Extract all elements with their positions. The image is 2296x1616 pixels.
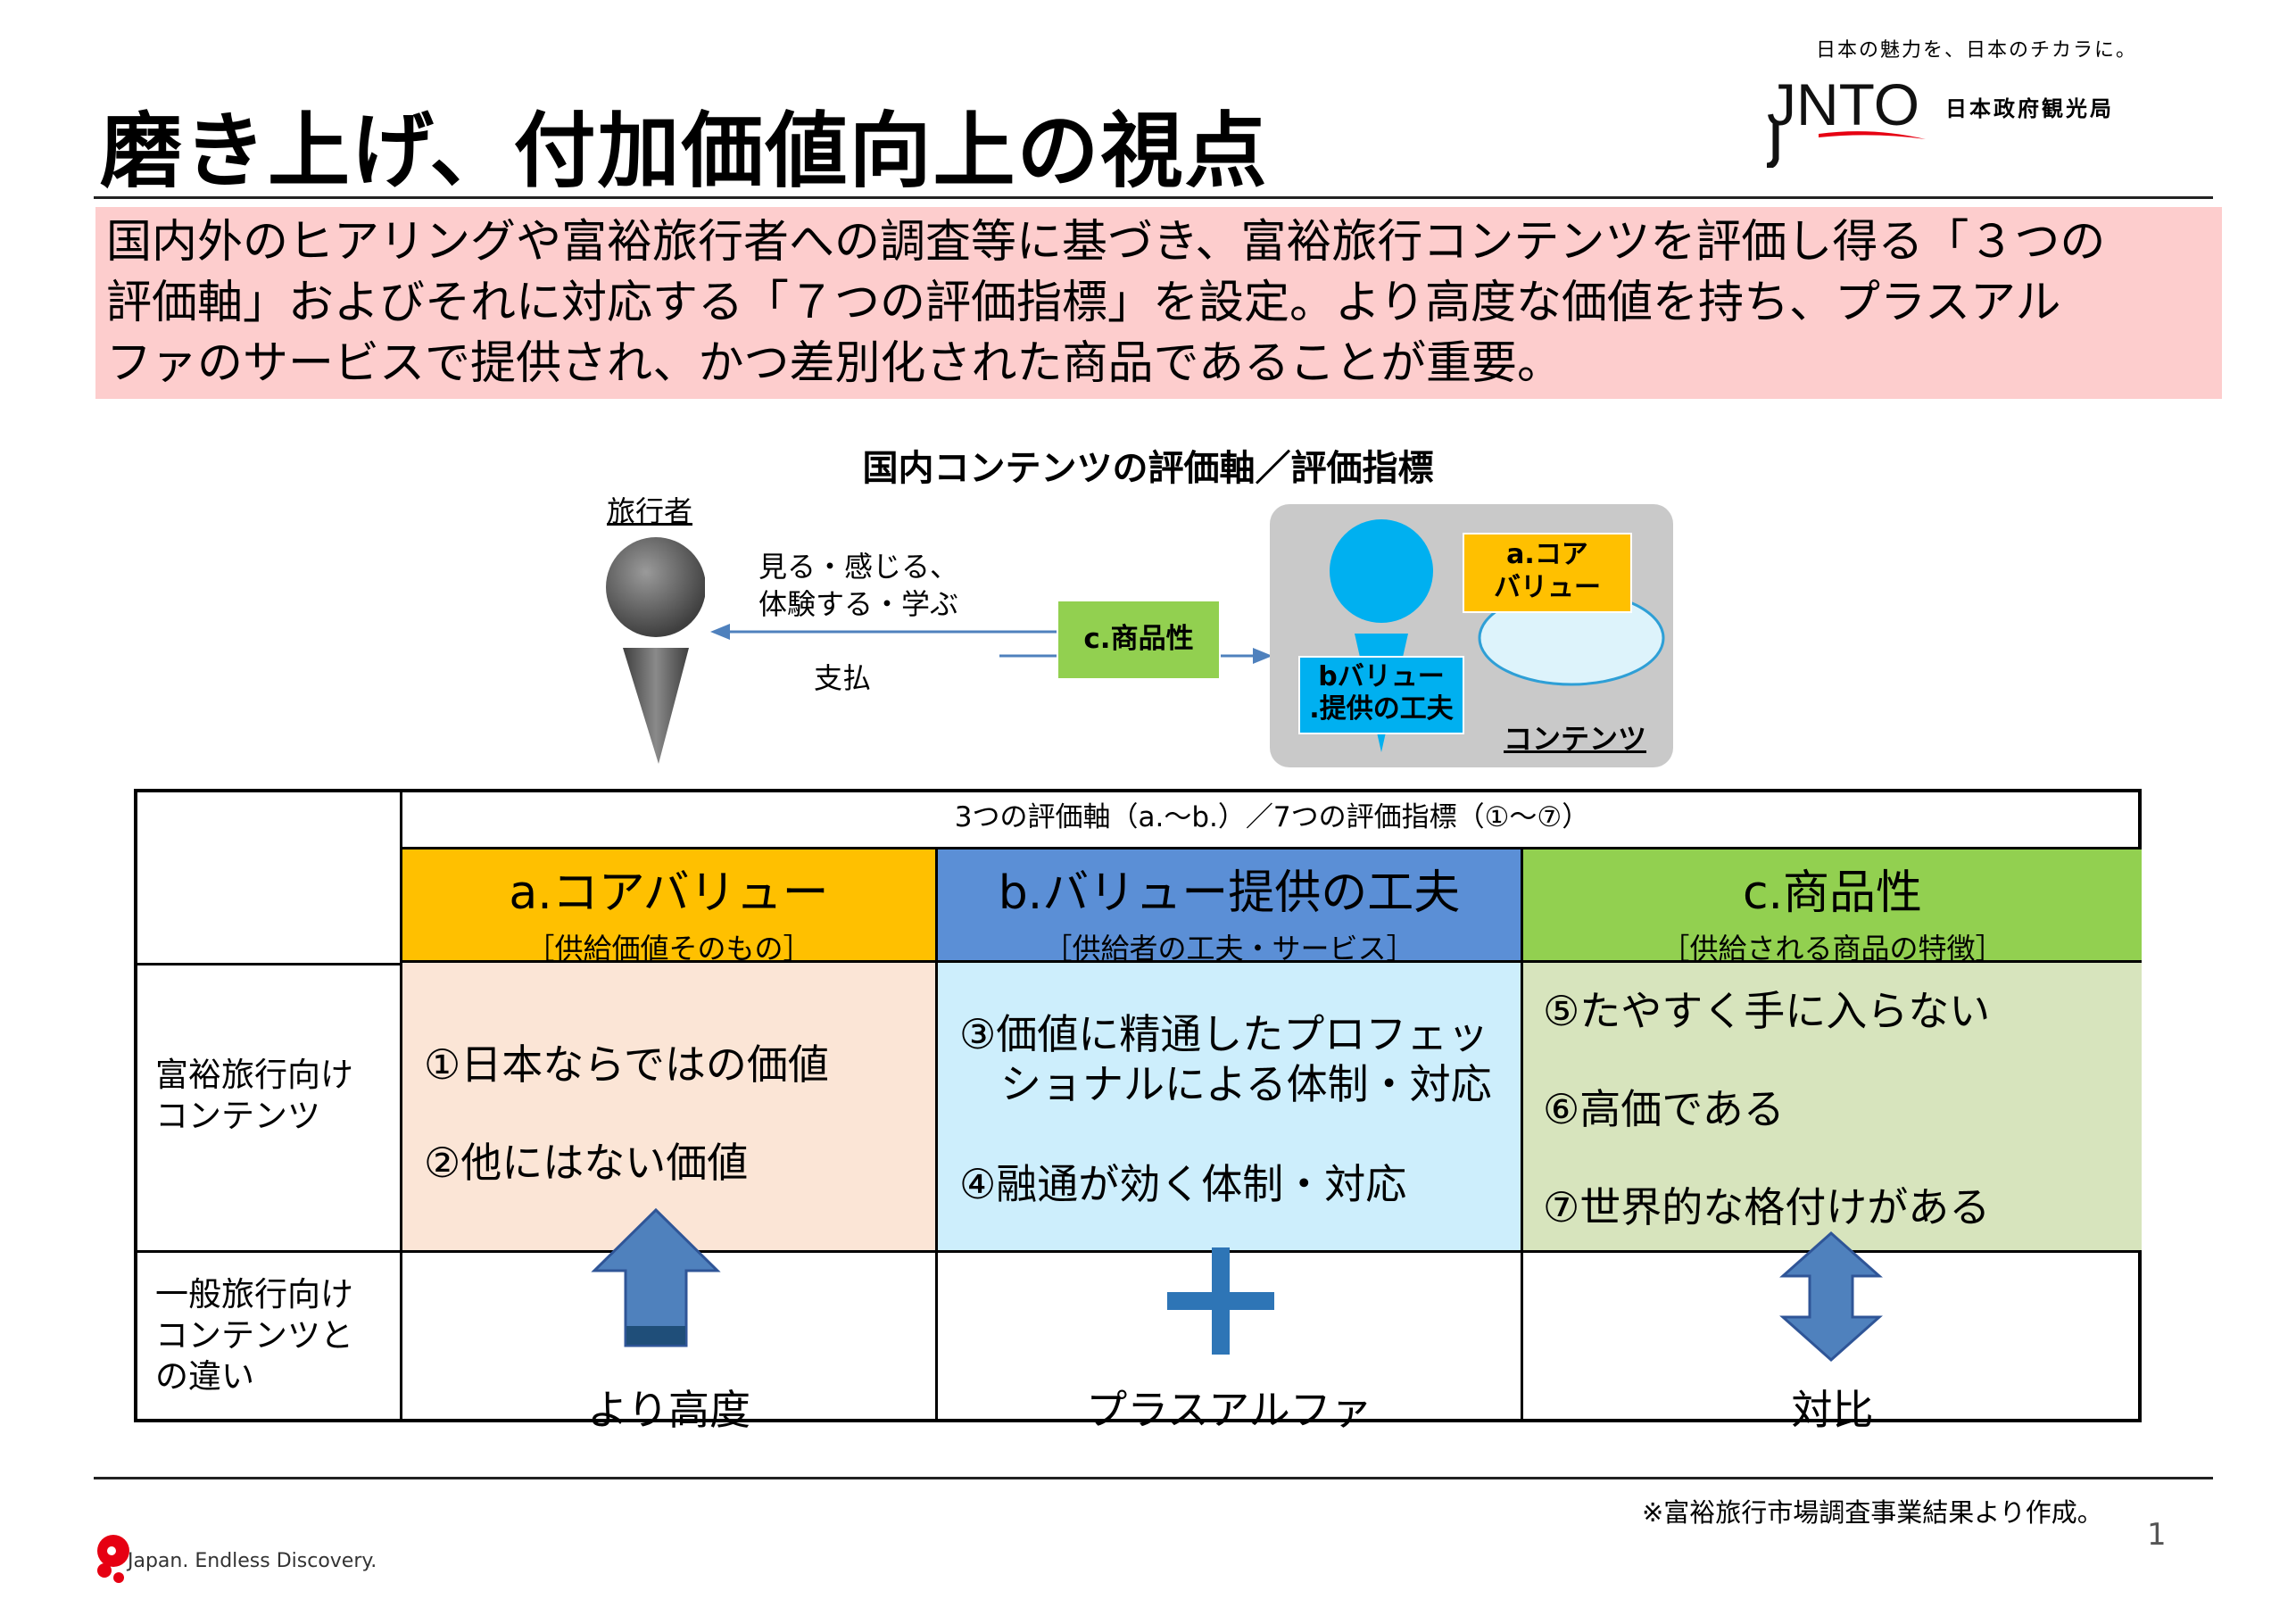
- core-value-tag-line2: バリュー: [1494, 572, 1601, 603]
- indicator-item: ⑤たやすく手に入らない: [1543, 987, 1991, 1035]
- row-label-line: コンテンツ: [155, 1097, 320, 1135]
- tagline: 日本の魅力を、日本のチカラに。: [1816, 39, 2138, 62]
- value-delivery-tag-line1: bバリュー: [1318, 661, 1445, 692]
- column-subtitle: ［供給される商品の特徴］: [1661, 932, 2004, 965]
- content-box: a.コア バリュー bバリュー .提供の工夫 コンテンツ: [1270, 504, 1673, 767]
- row-label-luxury: 富裕旅行向け コンテンツ: [134, 963, 400, 1253]
- traveler-figure-icon: [606, 537, 705, 764]
- diff-label: プラスアルファ: [1086, 1386, 1372, 1434]
- cell-value-delivery-items: ③価値に精通したプロフェッ ショナルによる体制・対応 ④融通が効く体制・対応: [935, 963, 1521, 1253]
- diff-label: 対比: [1791, 1386, 1874, 1434]
- logo-j-tail-icon: [1766, 123, 1779, 168]
- jnto-logo-text: JNTO: [1767, 71, 1919, 137]
- experience-text-line1: 見る・感じる、: [758, 550, 959, 584]
- source-footnote: ※富裕旅行市場調査事業結果より作成。: [1642, 1497, 2103, 1528]
- value-delivery-tag-line2: .提供の工夫: [1309, 693, 1454, 725]
- column-subtitle: ［供給価値そのもの］: [526, 932, 812, 965]
- cell-core-value-diff: より高度: [400, 1253, 935, 1434]
- evaluation-table: 3つの評価軸（a.～b.）／7つの評価指標（①～⑦） a.コアバリュー ［供給価…: [134, 789, 2142, 1434]
- up-arrow-icon: [591, 1207, 721, 1347]
- row-label-line: コンテンツと: [155, 1316, 353, 1355]
- row-label-line: 一般旅行向け: [155, 1275, 353, 1314]
- table-super-header: 3つの評価軸（a.～b.）／7つの評価指標（①～⑦）: [400, 789, 2142, 849]
- column-header-value-delivery: b.バリュー提供の工夫 ［供給者の工夫・サービス］: [935, 849, 1521, 965]
- content-label: コンテンツ: [1504, 722, 1647, 756]
- payment-text: 支払: [814, 661, 872, 695]
- column-header-product: c.商品性 ［供給される商品の特徴］: [1521, 849, 2142, 965]
- indicator-item: ①日本ならではの価値: [424, 1040, 829, 1089]
- product-tag: c.商品性: [1057, 600, 1221, 680]
- indicator-item: ⑥高価である: [1543, 1085, 1785, 1133]
- summary-line: 評価軸」およびそれに対応する「７つの評価指標」を設定。より高度な価値を持ち、プラ…: [106, 277, 2061, 329]
- header-divider: [94, 196, 2213, 199]
- column-title: c.商品性: [1742, 866, 1923, 920]
- column-subtitle: ［供給者の工夫・サービス］: [1043, 932, 1415, 965]
- column-header-core-value: a.コアバリュー ［供給価値そのもの］: [400, 849, 935, 965]
- summary-line: ファのサービスで提供され、かつ差別化された商品であることが重要。: [106, 337, 1563, 390]
- summary-text: 国内外のヒアリングや富裕旅行者への調査等に基づき、富裕旅行コンテンツを評価し得る…: [106, 212, 2212, 394]
- value-delivery-tag: bバリュー .提供の工夫: [1298, 656, 1464, 734]
- row-label-general: 一般旅行向け コンテンツと の違い: [134, 1253, 400, 1422]
- org-name: 日本政府観光局: [1945, 96, 2114, 121]
- cell-product-items: ⑤たやすく手に入らない ⑥高価である ⑦世界的な格付けがある: [1521, 963, 2142, 1253]
- cherry-blossom-logo-icon: [97, 1535, 129, 1583]
- diff-label: より高度: [586, 1386, 751, 1434]
- cell-product-diff: 対比: [1521, 1253, 2142, 1434]
- indicator-item: ④融通が効く体制・対応: [959, 1160, 1407, 1208]
- column-title: b.バリュー提供の工夫: [998, 866, 1461, 920]
- footer-divider: [94, 1477, 2213, 1479]
- cell-value-delivery-diff: プラスアルファ: [935, 1253, 1521, 1434]
- page-title: 磨き上げ、付加価値向上の視点: [100, 104, 1269, 199]
- core-value-tag: a.コア バリュー: [1463, 533, 1632, 613]
- summary-box: 国内外のヒアリングや富裕旅行者への調査等に基づき、富裕旅行コンテンツを評価し得る…: [95, 207, 2222, 399]
- row-label-line: 富裕旅行向け: [155, 1056, 353, 1094]
- brand-slogan: Japan. Endless Discovery.: [128, 1550, 377, 1572]
- column-title: a.コアバリュー: [509, 866, 829, 920]
- page-number: 1: [2147, 1517, 2167, 1553]
- double-arrow-icon: [1779, 1231, 1883, 1363]
- row-label-line: の違い: [155, 1357, 254, 1396]
- logo-swoosh-icon: [1819, 131, 1926, 139]
- indicator-item: ②他にはない価値: [424, 1139, 749, 1187]
- traveler-label: 旅行者: [607, 494, 693, 528]
- plus-icon: [1167, 1247, 1274, 1355]
- indicator-item: ⑦世界的な格付けがある: [1543, 1183, 1991, 1231]
- jnto-logo: JNTO: [1766, 71, 1926, 168]
- diagram-title: 国内コンテンツの評価軸／評価指標: [862, 448, 1434, 489]
- indicator-item: ショナルによる体制・対応: [1000, 1060, 1492, 1108]
- indicator-item: ③価値に精通したプロフェッ: [959, 1010, 1489, 1058]
- core-value-tag-line1: a.コア: [1506, 539, 1588, 570]
- experience-text-line2: 体験する・学ぶ: [758, 587, 959, 621]
- summary-line: 国内外のヒアリングや富裕旅行者への調査等に基づき、富裕旅行コンテンツを評価し得る…: [106, 216, 2106, 269]
- cell-core-value-items: ①日本ならではの価値 ②他にはない価値: [400, 963, 935, 1253]
